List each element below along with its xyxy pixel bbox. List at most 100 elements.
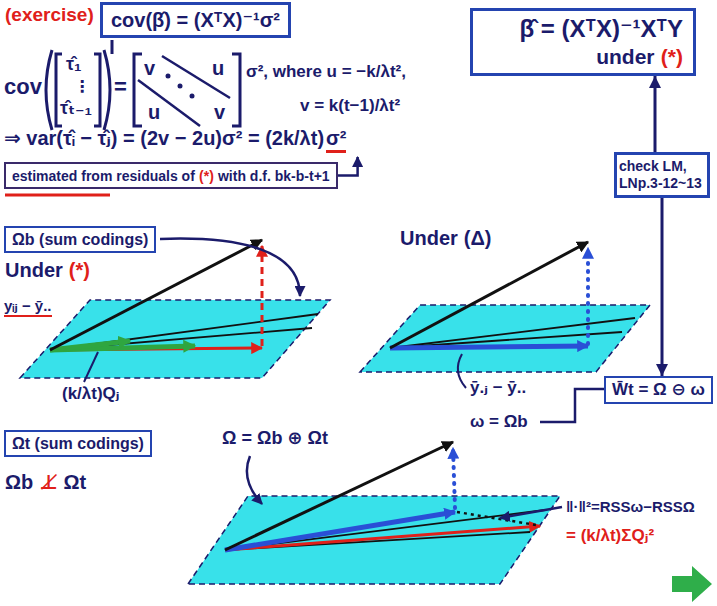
node-text: (*) xyxy=(661,44,683,69)
subspace-box: Ωb (sum codings) xyxy=(4,226,156,253)
node-text: W̄t = Ω ⊖ ω xyxy=(612,380,705,400)
condition-label: (*) xyxy=(69,258,90,282)
leader-line xyxy=(84,352,98,382)
paren xyxy=(46,50,52,130)
triangle-line xyxy=(162,56,230,98)
condition-label: (Δ) xyxy=(464,226,492,250)
axis-line xyxy=(50,314,318,350)
exercise-tag: (exercise) xyxy=(5,4,94,27)
orthogonality-label: ⊥̸ xyxy=(39,470,57,494)
subspace-label: Ω = Ωb ⊕ Ωt xyxy=(222,428,328,450)
math-label: ⇒ var(τ̂ᵢ − τ̂ⱼ) = (2v − 2u)σ² = (2k/λt) xyxy=(4,126,324,150)
math-label: σ², where u = −k/λt², xyxy=(246,62,406,82)
math-label: ⋮ xyxy=(74,77,90,96)
projection-vector xyxy=(225,512,455,550)
residual-vector xyxy=(261,246,264,346)
projection-vector xyxy=(390,346,588,348)
node-text: Ωb (sum codings) xyxy=(12,230,148,249)
data-vector xyxy=(225,442,453,550)
axis-line xyxy=(225,510,545,550)
leader-line xyxy=(458,354,466,388)
residual-vector xyxy=(453,448,455,508)
math-label: τ̂ₜ₋₁ xyxy=(60,98,92,120)
residual-vector xyxy=(586,248,590,344)
matrix-entry: v xyxy=(144,56,155,80)
matrix-entry: v xyxy=(144,56,155,80)
triangle-line xyxy=(138,80,200,126)
subspace-plane xyxy=(20,300,330,378)
bracket xyxy=(134,54,142,126)
matrix-entry: u xyxy=(212,56,224,80)
leader-line xyxy=(540,389,604,422)
diagonal-dot xyxy=(190,94,195,99)
next-page-arrow xyxy=(672,566,712,602)
vector-label: (k/λt)Qⱼ xyxy=(62,384,120,404)
condition-label: Under xyxy=(5,258,63,282)
underline xyxy=(5,194,110,197)
leader-line xyxy=(111,40,114,54)
data-vector xyxy=(50,240,262,350)
subspace-plane xyxy=(360,305,650,372)
node-text: with d.f. bk-b-t+1 xyxy=(218,168,330,185)
math-label: v = k(t−1)/λt² xyxy=(300,96,400,116)
matrix-entry: u xyxy=(212,56,224,80)
math-label: σ² xyxy=(326,126,346,153)
bracket xyxy=(94,54,100,126)
subspace-label: ω = Ωb xyxy=(470,412,528,432)
vector-label: (k/λt)Qⱼ xyxy=(62,384,120,404)
node-text: Ωt (sum codings) xyxy=(12,434,144,453)
math-label: v = k(t−1)/λt² xyxy=(300,96,400,116)
matrix-entry: v xyxy=(214,100,225,124)
formula-box: β̂ = (XᵀX)⁻¹XᵀYunder(*) xyxy=(470,8,696,76)
formula-box: W̄t = Ω ⊖ ω xyxy=(604,376,713,404)
projection-vector xyxy=(225,526,540,550)
connector-arrow xyxy=(661,198,664,376)
diagonal-dot xyxy=(166,74,171,79)
norm-label: = (k/λt)ΣQⱼ² xyxy=(566,526,654,546)
node-text: cov(β̂) = (XᵀX)⁻¹σ² xyxy=(111,8,280,32)
node-text: estimated from residuals of xyxy=(12,168,195,185)
exercise-tag: (exercise) xyxy=(5,4,94,27)
matrix-entry: u xyxy=(148,100,160,124)
bracket xyxy=(232,54,240,126)
axis-line xyxy=(50,328,312,350)
leader-line xyxy=(500,507,562,518)
norm-label: ‖·‖²=RSSω−RSSΩ xyxy=(566,498,695,516)
norm-label: ‖·‖²=RSSω−RSSΩ xyxy=(566,498,695,516)
math-label: τ̂₁ xyxy=(66,54,81,76)
vector-label: ȳ.ⱼ − ȳ.. xyxy=(470,378,526,398)
subspace-label: ω = Ωb xyxy=(470,412,528,432)
orthogonality-label: Ωb xyxy=(5,470,33,494)
connector-arrow xyxy=(654,76,657,152)
math-label: σ², where u = −k/λt², xyxy=(246,62,406,82)
axis-line xyxy=(390,318,635,348)
matrix-entry: u xyxy=(148,100,160,124)
note-box: estimated from residuals of (*) with d.f. … xyxy=(4,162,338,189)
matrix-entry: v xyxy=(214,100,225,124)
leader-line xyxy=(247,456,262,504)
node-text: (*) xyxy=(199,168,214,185)
vector-label: yᵢⱼ − ȳ.. xyxy=(4,297,52,317)
math-label: τ̂ₜ₋₁ xyxy=(60,98,92,120)
node-text: β̂ = (XᵀX)⁻¹XᵀY xyxy=(483,15,683,44)
math-label: cov xyxy=(4,74,42,100)
norm-label: = (k/λt)ΣQⱼ² xyxy=(566,526,654,546)
subspace-box: Ωt (sum codings) xyxy=(4,430,152,457)
math-label: τ̂₁ xyxy=(66,54,81,76)
math-label: cov xyxy=(4,74,42,100)
data-vector xyxy=(390,242,588,348)
math-label: ⋮ xyxy=(74,77,90,96)
condition-label: Under(Δ) xyxy=(400,226,492,250)
subspace-label: Ω = Ωb ⊕ Ωt xyxy=(222,428,328,450)
note-box: check LM, LNp.3-12~13 xyxy=(614,152,710,198)
math-label: = xyxy=(114,74,127,100)
orthogonality-label: Ωb⊥̸ Ωt xyxy=(5,470,86,494)
leader-line xyxy=(160,239,300,296)
condition-label: Under (*) xyxy=(5,258,90,282)
condition-label: Under xyxy=(400,226,458,250)
node-text: check LM, LNp.3-12~13 xyxy=(619,158,705,192)
orthogonality-label: Ωt xyxy=(64,470,87,494)
